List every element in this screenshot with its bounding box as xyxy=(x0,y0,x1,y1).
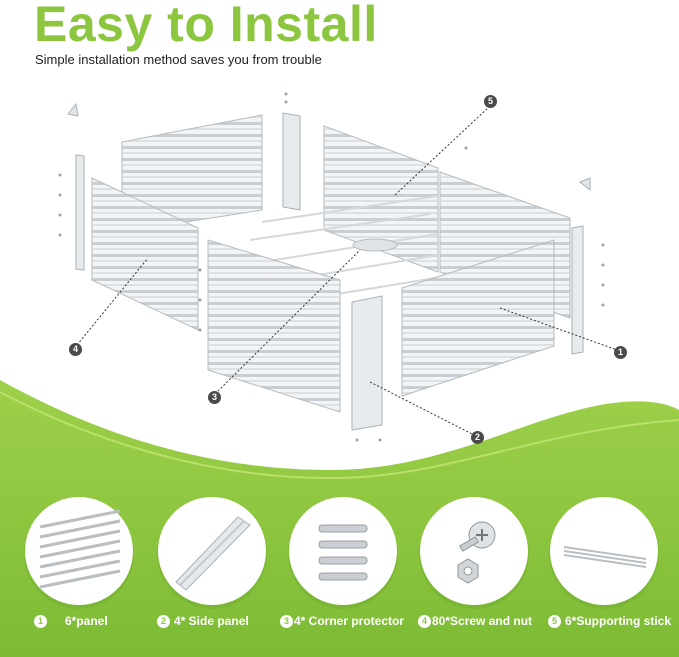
part-text-corner-protector: 4* Corner protector xyxy=(294,614,405,628)
part-supporting-stick-image xyxy=(550,497,658,605)
part-text-panel: 6*panel xyxy=(65,614,108,628)
part-number-4: 4 xyxy=(418,614,431,628)
part-label-side-panel: 2 4* Side panel xyxy=(157,614,249,628)
part-text-supporting-stick: 6*Supporting stick xyxy=(565,614,672,628)
callout-1: 1 xyxy=(614,346,627,359)
part-screw-nut-image xyxy=(420,497,528,605)
part-corner-protector-image xyxy=(289,497,397,605)
callout-2: 2 xyxy=(471,431,484,444)
front-middle-panel xyxy=(207,239,341,413)
part-label-corner-protector: 3 4* Corner protector xyxy=(280,614,404,628)
corner-piece-right xyxy=(579,177,591,192)
part-number-2: 2 xyxy=(157,614,170,628)
part-number-1: 1 xyxy=(34,614,47,628)
part-text-side-panel: 4* Side panel xyxy=(174,614,249,628)
callout-4: 4 xyxy=(69,343,82,356)
corner-piece-left xyxy=(67,102,79,117)
part-panel-image xyxy=(25,497,133,605)
front-right-panel xyxy=(401,239,555,397)
side-posts xyxy=(75,112,584,431)
corner-protector-center xyxy=(352,238,398,252)
part-text-screw-nut: 80*Screw and nut xyxy=(432,614,533,628)
part-label-panel: 1 6*panel xyxy=(34,614,108,628)
green-wave-highlight xyxy=(0,391,679,480)
callout-3: 3 xyxy=(208,391,221,404)
part-side-panel-image xyxy=(158,497,266,605)
callout-5: 5 xyxy=(484,95,497,108)
screw-dots xyxy=(58,92,605,442)
part-number-5: 5 xyxy=(548,614,561,628)
part-label-screw-nut: 4 80*Screw and nut xyxy=(418,614,532,628)
page-subtitle: Simple installation method saves you fro… xyxy=(35,52,322,67)
front-left-panel xyxy=(91,177,199,331)
back-right-panel xyxy=(323,125,439,273)
callout-lines xyxy=(76,105,618,437)
part-number-3: 3 xyxy=(280,614,293,628)
part-label-supporting-stick: 5 6*Supporting stick xyxy=(548,614,671,628)
page-title: Easy to Install xyxy=(34,0,378,52)
